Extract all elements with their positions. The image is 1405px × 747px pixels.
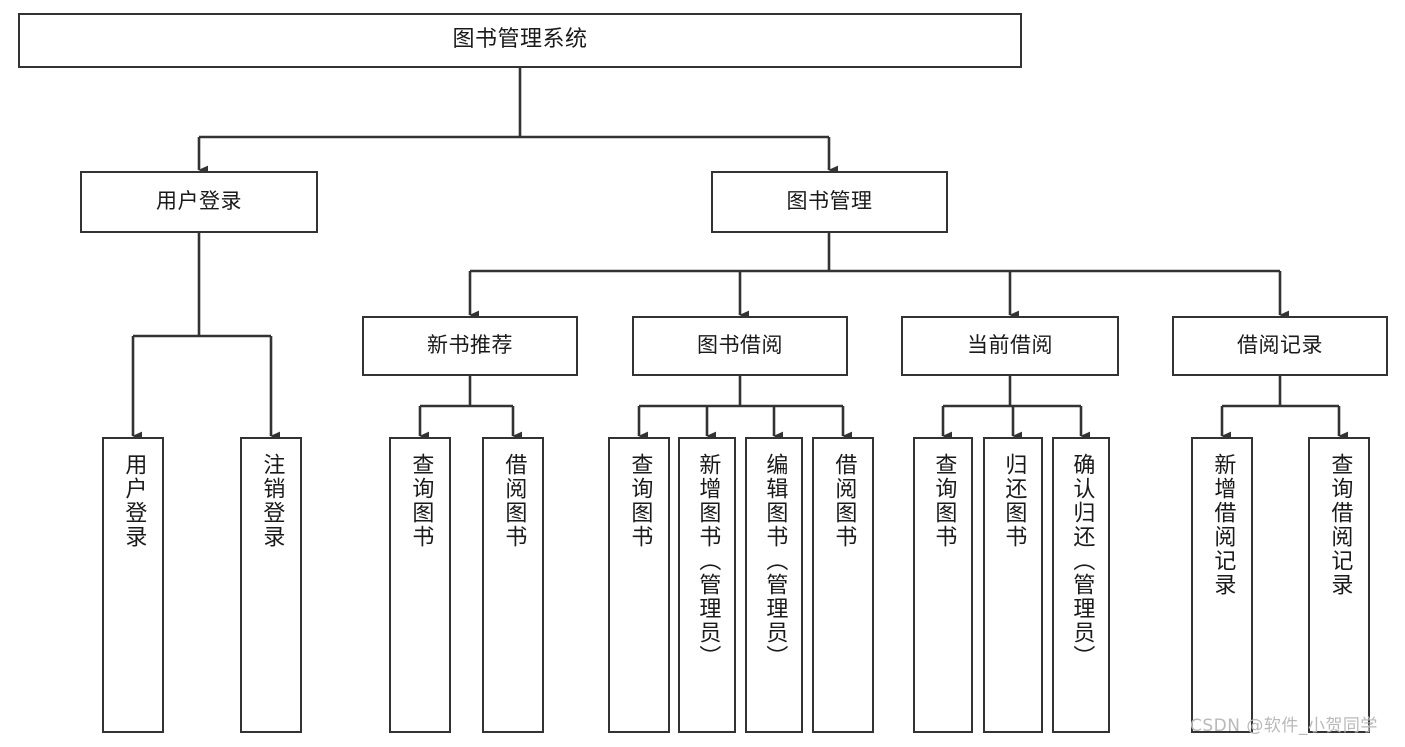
node-book-borrow[interactable]: 图书借阅 bbox=[632, 316, 848, 376]
node-leaf-logout-login-label: 注销登录 bbox=[259, 453, 285, 549]
node-leaf-query-book-1-label: 查询图书 bbox=[408, 453, 434, 549]
node-leaf-query-book-1[interactable]: 查询图书 bbox=[389, 437, 451, 733]
node-leaf-return-book-label: 归还图书 bbox=[1001, 453, 1027, 549]
node-leaf-borrow-book-1-label: 借阅图书 bbox=[501, 453, 527, 549]
node-leaf-edit-book-admin-label: 编辑图书（管理员） bbox=[762, 453, 788, 669]
node-current-borrow[interactable]: 当前借阅 bbox=[901, 316, 1119, 376]
node-leaf-logout-login[interactable]: 注销登录 bbox=[240, 437, 302, 733]
node-root-label: 图书管理系统 bbox=[452, 27, 588, 53]
node-leaf-confirm-return-admin-label: 确认归还（管理员） bbox=[1069, 453, 1095, 669]
node-leaf-borrow-book-2-label: 借阅图书 bbox=[831, 453, 857, 549]
node-leaf-edit-book-admin[interactable]: 编辑图书（管理员） bbox=[745, 437, 803, 733]
node-leaf-query-book-2-label: 查询图书 bbox=[627, 453, 653, 549]
node-borrow-record-label: 借阅记录 bbox=[1237, 333, 1323, 358]
node-leaf-query-book-3[interactable]: 查询图书 bbox=[913, 437, 973, 733]
node-leaf-add-book-admin-label: 新增图书（管理员） bbox=[695, 453, 721, 669]
node-leaf-add-borrow-record-label: 新增借阅记录 bbox=[1210, 453, 1236, 597]
node-book-borrow-label: 图书借阅 bbox=[697, 333, 783, 358]
watermark-credit: CSDN @软件_小贺同学 bbox=[1190, 716, 1378, 736]
node-leaf-query-book-2[interactable]: 查询图书 bbox=[608, 437, 670, 733]
node-leaf-query-book-3-label: 查询图书 bbox=[931, 453, 957, 549]
node-leaf-borrow-book-1[interactable]: 借阅图书 bbox=[482, 437, 544, 733]
node-new-book-recommend[interactable]: 新书推荐 bbox=[362, 316, 578, 376]
node-leaf-confirm-return-admin[interactable]: 确认归还（管理员） bbox=[1052, 437, 1110, 733]
node-leaf-return-book[interactable]: 归还图书 bbox=[983, 437, 1043, 733]
node-current-borrow-label: 当前借阅 bbox=[967, 333, 1053, 358]
node-book-manage[interactable]: 图书管理 bbox=[711, 171, 948, 233]
node-leaf-query-borrow-record[interactable]: 查询借阅记录 bbox=[1308, 437, 1370, 733]
node-root[interactable]: 图书管理系统 bbox=[18, 13, 1022, 68]
node-leaf-borrow-book-2[interactable]: 借阅图书 bbox=[812, 437, 874, 733]
node-book-manage-label: 图书管理 bbox=[786, 189, 873, 214]
node-leaf-add-book-admin[interactable]: 新增图书（管理员） bbox=[678, 437, 736, 733]
node-user-login-label: 用户登录 bbox=[156, 189, 242, 214]
node-leaf-user-login[interactable]: 用户登录 bbox=[102, 437, 164, 733]
node-borrow-record[interactable]: 借阅记录 bbox=[1172, 316, 1388, 376]
node-user-login[interactable]: 用户登录 bbox=[80, 171, 318, 233]
node-leaf-user-login-label: 用户登录 bbox=[121, 453, 147, 549]
node-new-book-recommend-label: 新书推荐 bbox=[427, 333, 513, 358]
node-leaf-add-borrow-record[interactable]: 新增借阅记录 bbox=[1191, 437, 1253, 733]
node-leaf-query-borrow-record-label: 查询借阅记录 bbox=[1327, 453, 1353, 597]
